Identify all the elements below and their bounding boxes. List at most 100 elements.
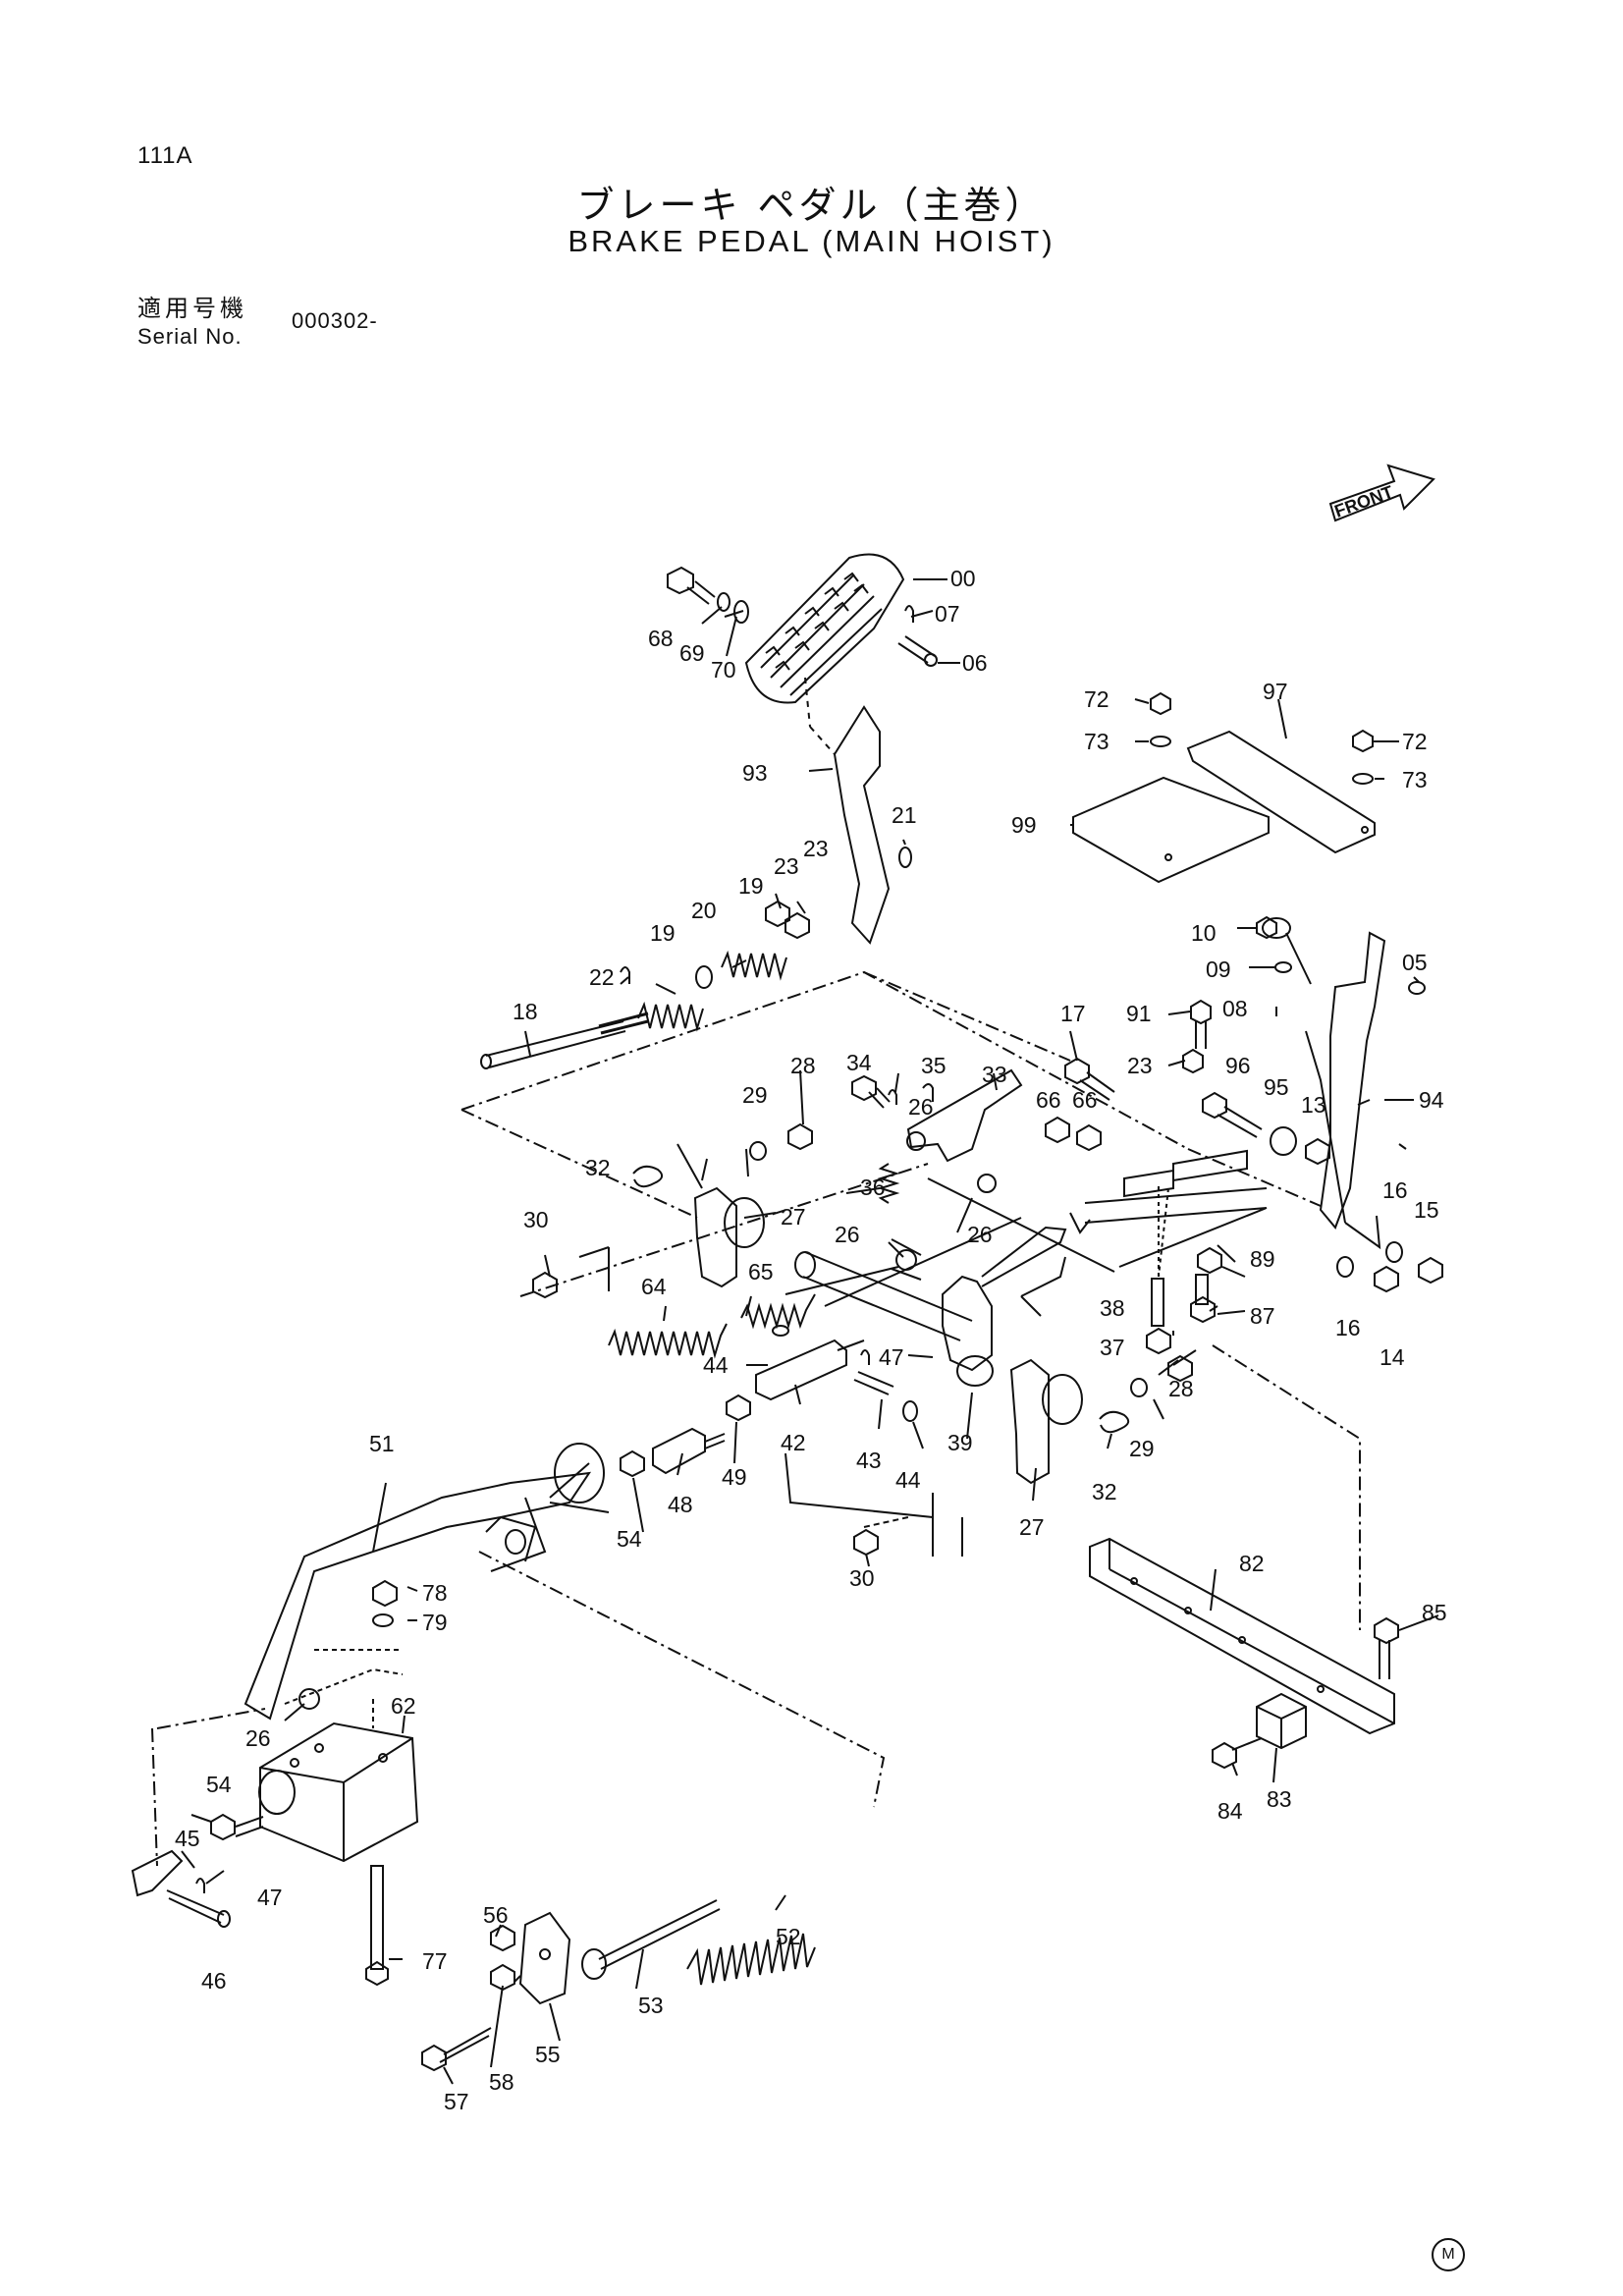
part-label-73a: 73	[1084, 729, 1109, 754]
bolt-87	[1195, 1274, 1209, 1305]
spring-65	[740, 1293, 816, 1330]
part-label-47b: 47	[257, 1885, 283, 1910]
lever-39	[942, 1275, 993, 1372]
part-label-18: 18	[513, 999, 538, 1024]
part-label-95: 95	[1264, 1074, 1289, 1100]
bushing-08	[1262, 917, 1291, 939]
part-label-08: 08	[1222, 996, 1248, 1021]
spring-36	[877, 1163, 900, 1204]
bracket-33	[906, 1068, 1023, 1163]
cotter-pin-47a	[860, 1349, 870, 1365]
part-label-97: 97	[1263, 679, 1288, 704]
part-label-26a: 26	[908, 1094, 934, 1120]
part-label-35: 35	[921, 1053, 947, 1078]
part-label-23c: 23	[1127, 1053, 1153, 1078]
part-label-28b: 28	[1168, 1376, 1194, 1401]
serial-label-english: Serial No.	[137, 324, 243, 349]
part-label-32a: 32	[585, 1155, 611, 1180]
pin-part-06	[897, 635, 938, 667]
screw-72a	[1150, 691, 1171, 716]
valve-plunger	[235, 1816, 264, 1837]
part-label-33: 33	[982, 1062, 1007, 1087]
part-label-32b: 32	[1092, 1479, 1117, 1504]
part-label-39: 39	[947, 1430, 973, 1455]
spring-52	[686, 1933, 816, 1986]
part-label-14: 14	[1380, 1344, 1405, 1370]
part-label-54a: 54	[617, 1526, 642, 1552]
part-label-57: 57	[444, 2089, 469, 2114]
part-label-17: 17	[1060, 1001, 1086, 1026]
part-label-54b: 54	[206, 1772, 232, 1797]
part-label-13: 13	[1301, 1092, 1326, 1118]
nut-58	[490, 1963, 515, 1992]
part-label-73b: 73	[1402, 767, 1428, 793]
nut-30b	[853, 1528, 879, 1557]
page-code: 111A	[137, 142, 193, 169]
serial-number-value: 000302-	[292, 308, 378, 333]
block-83	[1256, 1692, 1307, 1750]
part-label-77: 77	[422, 1948, 448, 1974]
part-label-84: 84	[1217, 1798, 1243, 1824]
part-label-47a: 47	[879, 1344, 904, 1370]
part-label-06: 06	[962, 650, 988, 676]
part-label-46: 46	[201, 1968, 227, 1994]
part-label-66b: 66	[1072, 1087, 1098, 1113]
part-label-55: 55	[535, 2042, 561, 2067]
part-label-43: 43	[856, 1448, 882, 1473]
part-label-44a: 44	[703, 1352, 729, 1378]
part-label-19b: 19	[738, 873, 764, 899]
rod-53	[598, 1899, 721, 1970]
part-label-29b: 29	[1129, 1436, 1155, 1461]
lever-94	[1319, 931, 1386, 1230]
bolt-68	[667, 566, 716, 605]
nut-66b	[1076, 1123, 1102, 1152]
diagram-title-japanese: ブレーキ ペダル（主巻）	[576, 184, 1047, 227]
washer-73b	[1352, 773, 1374, 785]
part-label-64: 64	[641, 1274, 667, 1299]
washer-16a	[1385, 1241, 1403, 1263]
part-label-62: 62	[391, 1693, 416, 1719]
rod-part-18	[480, 1011, 649, 1069]
part-label-93: 93	[742, 760, 768, 786]
bearing-27b	[1009, 1358, 1050, 1485]
bolt-85	[1374, 1616, 1399, 1645]
cotter-pin-35	[888, 1089, 897, 1105]
bracket-55	[518, 1911, 571, 2005]
nut-66a	[1045, 1116, 1070, 1144]
part-label-37: 37	[1100, 1335, 1125, 1360]
part-label-72b: 72	[1402, 729, 1428, 754]
bolt-56	[490, 1924, 515, 1952]
part-label-96: 96	[1225, 1053, 1251, 1078]
cotter-pin-07	[904, 605, 914, 623]
part-label-89: 89	[1250, 1246, 1275, 1272]
part-label-10: 10	[1191, 920, 1217, 946]
part-label-49: 49	[722, 1464, 747, 1490]
part-label-45: 45	[175, 1826, 200, 1851]
part-label-70: 70	[711, 657, 736, 683]
clevis-42	[755, 1339, 847, 1401]
bolt-96	[1202, 1091, 1227, 1120]
part-label-28a: 28	[790, 1053, 816, 1078]
diagram-title-english: BRAKE PEDAL (MAIN HOIST)	[568, 224, 1055, 258]
part-label-52: 52	[776, 1924, 801, 1949]
bearing-27a	[693, 1186, 737, 1288]
bushing-26a	[906, 1131, 926, 1151]
front-arrow-icon: FRONT	[1328, 464, 1435, 522]
part-label-36: 36	[860, 1175, 886, 1200]
part-label-16a: 16	[1382, 1177, 1408, 1203]
part-label-30a: 30	[523, 1207, 549, 1232]
part-label-69: 69	[679, 640, 705, 666]
brake-valve-62	[259, 1722, 419, 1863]
part-label-51: 51	[369, 1431, 395, 1456]
part-label-72a: 72	[1084, 686, 1109, 712]
front-label: FRONT	[1332, 482, 1396, 521]
part-label-91: 91	[1126, 1001, 1152, 1026]
washer-29b	[1130, 1378, 1148, 1397]
part-label-26d: 26	[245, 1725, 271, 1751]
part-label-26c: 26	[967, 1222, 993, 1247]
bolt-84	[1212, 1741, 1237, 1770]
pin-43	[853, 1371, 894, 1395]
bolt-34	[851, 1074, 877, 1102]
spring-19b	[721, 950, 787, 981]
part-label-29a: 29	[742, 1082, 768, 1108]
